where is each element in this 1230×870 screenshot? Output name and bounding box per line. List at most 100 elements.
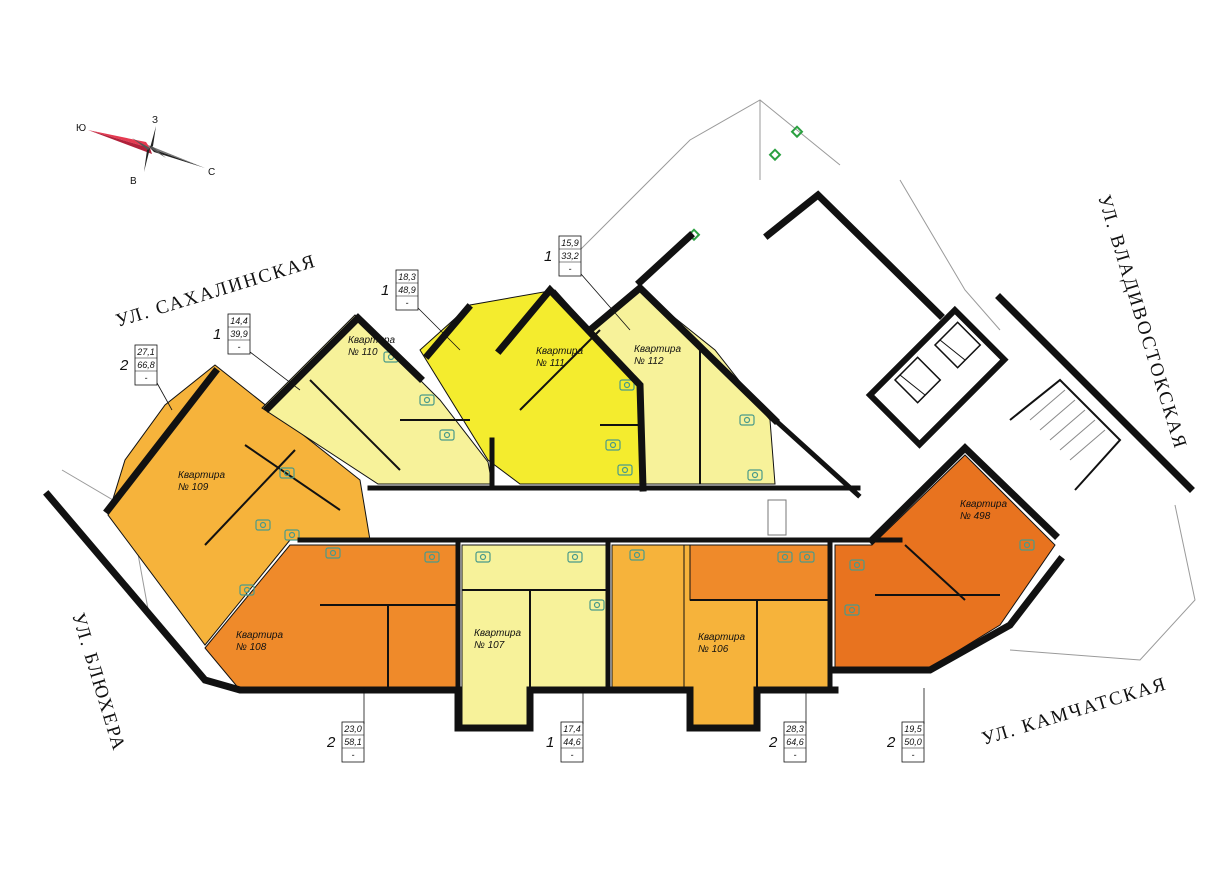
stair-elevator-core — [767, 305, 1122, 536]
tag-status: - — [406, 298, 409, 308]
apartment-111-tag: 18,3 48,9 - 1 — [381, 269, 461, 351]
tag-total-area: 48,9 — [398, 285, 416, 295]
corridor-ramp — [767, 499, 787, 536]
bath-fixture-drain — [329, 549, 337, 557]
bath-fixture-drain — [848, 606, 856, 614]
tag-leader-line — [580, 273, 631, 331]
stairwell — [1009, 378, 1122, 491]
bath-fixture — [1019, 539, 1035, 551]
tag-box — [560, 721, 584, 763]
tag-box — [395, 269, 419, 311]
bath-fixture — [849, 559, 865, 571]
compass-rose: Ю З В С — [76, 115, 215, 187]
compass-north-arrow — [150, 126, 156, 148]
tag-room-count: 2 — [119, 357, 129, 374]
apartment-106-hall — [689, 544, 831, 601]
apartment-109-area[interactable] — [107, 364, 371, 646]
compass-east-arrow — [144, 148, 150, 172]
bath-fixture — [629, 549, 645, 561]
tag-total-area: 58,1 — [344, 737, 362, 747]
tag-living-area: 28,3 — [785, 724, 804, 734]
tag-status: - — [238, 342, 241, 352]
bath-fixture — [747, 469, 763, 481]
bath-fixture-drain — [288, 531, 296, 539]
apartment-109-tag: 27,1 66,8 - 2 — [119, 344, 173, 411]
tag-living-area: 18,3 — [398, 272, 416, 282]
bath-fixture — [255, 519, 271, 531]
bath-fixture-drain — [1023, 541, 1031, 549]
bathroom-fixtures — [239, 351, 1035, 616]
bath-fixture — [605, 439, 621, 451]
bath-fixture-drain — [259, 521, 267, 529]
compass-north-label: З — [152, 115, 158, 126]
bath-fixture — [619, 379, 635, 391]
tag-total-area: 44,6 — [563, 737, 581, 747]
tag-room-count: 2 — [768, 734, 778, 751]
tag-box — [227, 313, 251, 355]
exterior-walls — [43, 190, 1195, 732]
apartment-110-tag: 14,439,9-1 — [213, 313, 301, 391]
elevator-cabin — [933, 321, 982, 369]
apartment-106-kitchen — [611, 544, 685, 689]
bath-fixture-drain — [751, 471, 759, 479]
tag-room-count: 1 — [544, 248, 552, 265]
tag-total-area: 66,8 — [137, 360, 155, 370]
bath-fixture-drain — [609, 441, 617, 449]
tag-status: - — [912, 750, 915, 760]
street-label-vladivostokskaya: УЛ. ВЛАДИВОСТОКСКАЯ — [1093, 192, 1191, 452]
tag-status: - — [794, 750, 797, 760]
tag-total-area: 50,0 — [904, 737, 922, 747]
bath-fixture-drain — [571, 553, 579, 561]
bath-fixture — [777, 551, 793, 563]
apartment-107-tag: 17,444,6-1 — [546, 688, 584, 763]
bath-fixture-drain — [633, 551, 641, 559]
bath-fixture — [589, 599, 605, 611]
bath-fixture — [284, 529, 300, 541]
elevator-shaft-block — [865, 305, 1009, 449]
tag-living-area: 27,1 — [136, 347, 155, 357]
apartment-498-area[interactable] — [834, 454, 1056, 669]
tag-total-area: 39,9 — [230, 329, 248, 339]
stair-steps — [1029, 389, 1106, 461]
tag-room-count: 1 — [381, 282, 389, 299]
tag-room-count: 1 — [546, 734, 554, 751]
street-label-blyukhera: УЛ. БЛЮХЕРА — [67, 610, 129, 754]
bath-fixture-drain — [423, 396, 431, 404]
tag-living-area: 14,4 — [230, 316, 248, 326]
bath-fixture-drain — [283, 469, 291, 477]
bath-fixture-drain — [781, 553, 789, 561]
tag-status: - — [569, 264, 572, 274]
bath-fixture — [279, 467, 295, 479]
apartment-498-tag: 19,550,0-2 — [886, 688, 925, 763]
bath-fixture — [325, 547, 341, 559]
bath-fixture-drain — [593, 601, 601, 609]
tag-leader-line — [156, 382, 173, 411]
interior-walls — [204, 329, 1000, 690]
bath-fixture-drain — [803, 553, 811, 561]
bath-fixture-drain — [243, 586, 251, 594]
compass-east-label: В — [130, 176, 137, 187]
bath-fixture-drain — [743, 416, 751, 424]
elevator-cabin — [893, 356, 942, 404]
street-label-kamchatskaya: УЛ. КАМЧАТСКАЯ — [979, 673, 1169, 749]
apartment-info-tags: 27,166,8-214,439,9-118,348,9-115,933,2-1… — [119, 235, 925, 763]
tag-status: - — [145, 373, 148, 383]
tree-marker — [790, 125, 804, 139]
bath-fixture — [799, 551, 815, 563]
bath-fixture-drain — [853, 561, 861, 569]
bath-fixture — [617, 464, 633, 476]
tag-living-area: 17,4 — [563, 724, 581, 734]
compass-south-label: Ю — [76, 123, 86, 134]
tag-living-area: 23,0 — [343, 724, 362, 734]
tag-living-area: 15,9 — [561, 238, 579, 248]
bath-fixture — [739, 414, 755, 426]
